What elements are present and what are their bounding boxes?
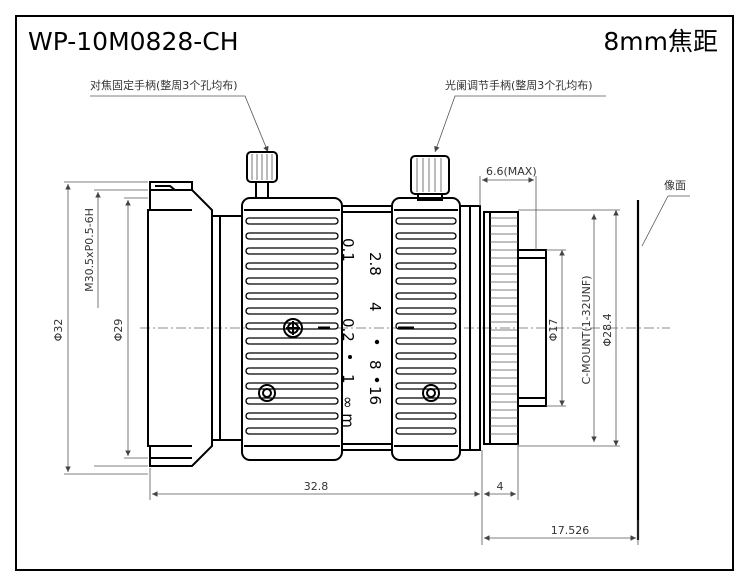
knurl-groove <box>395 292 457 300</box>
iris-screw-note: 光阑调节手柄(整周3个孔均布) <box>445 78 593 92</box>
dim-inner-diameter: Φ29 <box>112 319 125 342</box>
focus-reticle-hole <box>283 318 303 338</box>
knurl-groove <box>395 337 457 345</box>
knurl-groove <box>245 292 339 300</box>
knurl-groove <box>245 307 339 315</box>
image-plane-label: 像面 <box>664 179 686 192</box>
focus-scale-0.2: 0.2 <box>339 318 357 342</box>
knurl-groove <box>245 337 339 345</box>
iris-set-hole <box>422 384 440 402</box>
knurl-groove <box>395 352 457 360</box>
knurl-groove <box>395 232 457 240</box>
knurl-groove <box>395 262 457 270</box>
iris-screw-leader <box>434 95 606 153</box>
dim-mount: C-MOUNT(1-32UNF) <box>580 276 593 385</box>
knurl-groove <box>245 352 339 360</box>
knurl-groove <box>395 277 457 285</box>
focus-scale-inf: ∞ m <box>339 396 357 428</box>
knurl-groove <box>395 247 457 255</box>
knurl-groove <box>395 217 457 225</box>
knurl-groove <box>395 427 457 435</box>
aperture-scale-16: 16 <box>366 386 384 405</box>
model-title: WP-10M0828-CH <box>28 27 239 56</box>
dim-length: 32.8 <box>304 480 329 493</box>
dim-mount-diameter: Φ28.4 <box>601 313 614 346</box>
knurl-groove <box>395 367 457 375</box>
focus-scale-0.1: 0.1 <box>339 238 357 262</box>
dim-filter-thread: M30.5xP0.5-6H <box>83 208 96 292</box>
aperture-scale-8: 8 <box>366 360 384 370</box>
focus-screw-note: 对焦固定手柄(整周3个孔均布) <box>90 78 238 92</box>
dim-rear-diameter: Φ17 <box>547 319 560 342</box>
drawing-border <box>15 15 734 571</box>
knurl-groove <box>245 412 339 420</box>
knurl-groove <box>395 307 457 315</box>
knurl-groove <box>245 232 339 240</box>
focus-set-hole <box>258 384 276 402</box>
dim-max-protrusion: 6.6(MAX) <box>486 165 537 178</box>
aperture-scale-dot-b <box>374 377 380 383</box>
knurl-groove <box>245 397 339 405</box>
dim-mount-length: 4 <box>497 480 504 493</box>
rear-optics <box>517 249 547 407</box>
dim-flange-back: 17.526 <box>551 524 590 537</box>
knurl-groove <box>245 247 339 255</box>
focus-ring[interactable] <box>241 197 343 461</box>
front-barrel <box>147 181 243 467</box>
iris-lock-screw[interactable] <box>410 155 450 201</box>
focus-screw-leader <box>90 95 269 153</box>
knurl-groove <box>245 262 339 270</box>
knurl-groove <box>395 412 457 420</box>
aperture-ring[interactable] <box>391 197 461 461</box>
aperture-scale-dot-a <box>374 339 380 345</box>
focus-scale-1: 1 <box>339 374 357 384</box>
focal-length-label: 8mm焦距 <box>603 27 718 56</box>
image-plane-leader <box>641 195 669 247</box>
focus-lock-screw[interactable] <box>246 151 278 199</box>
aperture-scale-2.8: 2.8 <box>366 252 384 276</box>
knurl-groove <box>245 427 339 435</box>
knurl-groove <box>245 367 339 375</box>
dim-outer-diameter: Φ32 <box>52 319 65 342</box>
rear-body <box>460 205 481 451</box>
knurl-groove <box>245 277 339 285</box>
aperture-scale-4: 4 <box>366 302 384 312</box>
focus-scale-dot <box>348 355 352 359</box>
knurl-groove <box>245 217 339 225</box>
